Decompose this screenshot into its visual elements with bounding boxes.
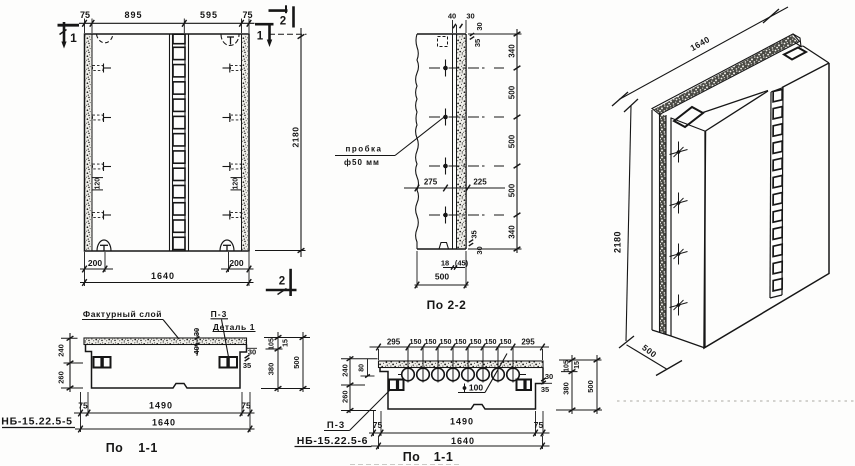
svg-text:200: 200: [229, 258, 243, 268]
svg-text:275: 275: [424, 177, 438, 186]
svg-text:По: По: [403, 450, 421, 464]
svg-text:35: 35: [541, 385, 549, 394]
svg-text:150: 150: [410, 337, 422, 346]
svg-text:По 2-2: По 2-2: [427, 298, 467, 312]
svg-text:500: 500: [507, 85, 516, 99]
svg-text:1640: 1640: [152, 418, 176, 428]
svg-text:500: 500: [507, 134, 516, 148]
svg-text:80: 80: [359, 364, 366, 372]
svg-text:1-1: 1-1: [138, 441, 158, 455]
svg-text:500: 500: [640, 342, 659, 359]
svg-text:895: 895: [124, 10, 142, 20]
svg-text:1640: 1640: [451, 436, 475, 446]
svg-text:105: 105: [269, 338, 276, 350]
svg-text:150: 150: [500, 337, 512, 346]
svg-text:75: 75: [241, 401, 251, 411]
svg-text:40: 40: [192, 346, 201, 354]
svg-text:18: 18: [441, 259, 449, 268]
svg-text:75: 75: [534, 420, 544, 430]
svg-text:340: 340: [507, 225, 516, 239]
svg-text:Деталь 1: Деталь 1: [213, 322, 255, 332]
svg-text:340: 340: [507, 44, 516, 58]
svg-text:260: 260: [341, 390, 350, 403]
svg-text:500: 500: [292, 356, 301, 369]
svg-text:1: 1: [257, 31, 264, 43]
svg-text:40: 40: [448, 12, 456, 21]
svg-text:35: 35: [473, 39, 482, 47]
svg-text:П-3: П-3: [211, 309, 228, 319]
svg-text:30: 30: [545, 372, 553, 381]
svg-text:По: По: [106, 441, 124, 455]
svg-text:35: 35: [243, 361, 251, 370]
svg-text:150: 150: [470, 337, 482, 346]
svg-text:35: 35: [470, 230, 479, 238]
svg-text:1640: 1640: [151, 271, 175, 281]
svg-text:75: 75: [242, 10, 252, 20]
svg-text:120: 120: [95, 178, 102, 190]
svg-text:150: 150: [455, 337, 467, 346]
svg-text:500: 500: [586, 380, 595, 393]
svg-text:75: 75: [80, 10, 90, 20]
svg-text:150: 150: [440, 337, 452, 346]
svg-text:500: 500: [507, 183, 516, 197]
svg-text:225: 225: [473, 177, 487, 186]
svg-text:380: 380: [562, 382, 571, 395]
svg-text:30: 30: [466, 12, 474, 21]
svg-text:75: 75: [373, 420, 383, 430]
svg-text:30: 30: [248, 348, 256, 357]
svg-text:2: 2: [280, 16, 286, 28]
svg-text:380: 380: [267, 363, 276, 376]
svg-text:30: 30: [475, 246, 484, 254]
svg-text:1490: 1490: [149, 401, 173, 411]
svg-text:15: 15: [574, 361, 581, 369]
svg-text:295: 295: [521, 337, 535, 346]
svg-text:1490: 1490: [450, 417, 474, 427]
svg-text:150: 150: [425, 337, 437, 346]
svg-text:1-1: 1-1: [434, 450, 454, 464]
svg-text:2180: 2180: [613, 231, 623, 253]
svg-text:295: 295: [387, 337, 401, 346]
svg-text:105: 105: [564, 360, 571, 372]
svg-text:ф50 мм: ф50 мм: [344, 158, 380, 167]
svg-text:260: 260: [57, 371, 66, 384]
svg-text:НБ-15.22.5-5: НБ-15.22.5-5: [1, 415, 72, 427]
svg-text:(45): (45): [455, 259, 469, 268]
svg-text:500: 500: [435, 272, 449, 282]
svg-text:75: 75: [78, 401, 88, 411]
svg-text:2: 2: [279, 276, 285, 288]
svg-text:120: 120: [233, 178, 240, 190]
svg-text:2180: 2180: [291, 127, 301, 148]
svg-text:П-3: П-3: [327, 420, 345, 431]
svg-text:595: 595: [200, 10, 218, 20]
svg-text:НБ-15.22.5-6: НБ-15.22.5-6: [297, 435, 368, 447]
svg-text:30: 30: [192, 328, 201, 336]
svg-text:240: 240: [57, 344, 66, 357]
svg-text:200: 200: [88, 258, 102, 268]
svg-text:240: 240: [341, 364, 350, 377]
svg-text:1: 1: [70, 31, 77, 45]
svg-text:30: 30: [475, 22, 484, 30]
svg-text:15: 15: [283, 339, 290, 347]
svg-text:Фактурный слой: Фактурный слой: [83, 309, 162, 319]
svg-text:пробка: пробка: [346, 144, 383, 153]
svg-text:100: 100: [469, 383, 483, 393]
svg-text:150: 150: [485, 337, 497, 346]
